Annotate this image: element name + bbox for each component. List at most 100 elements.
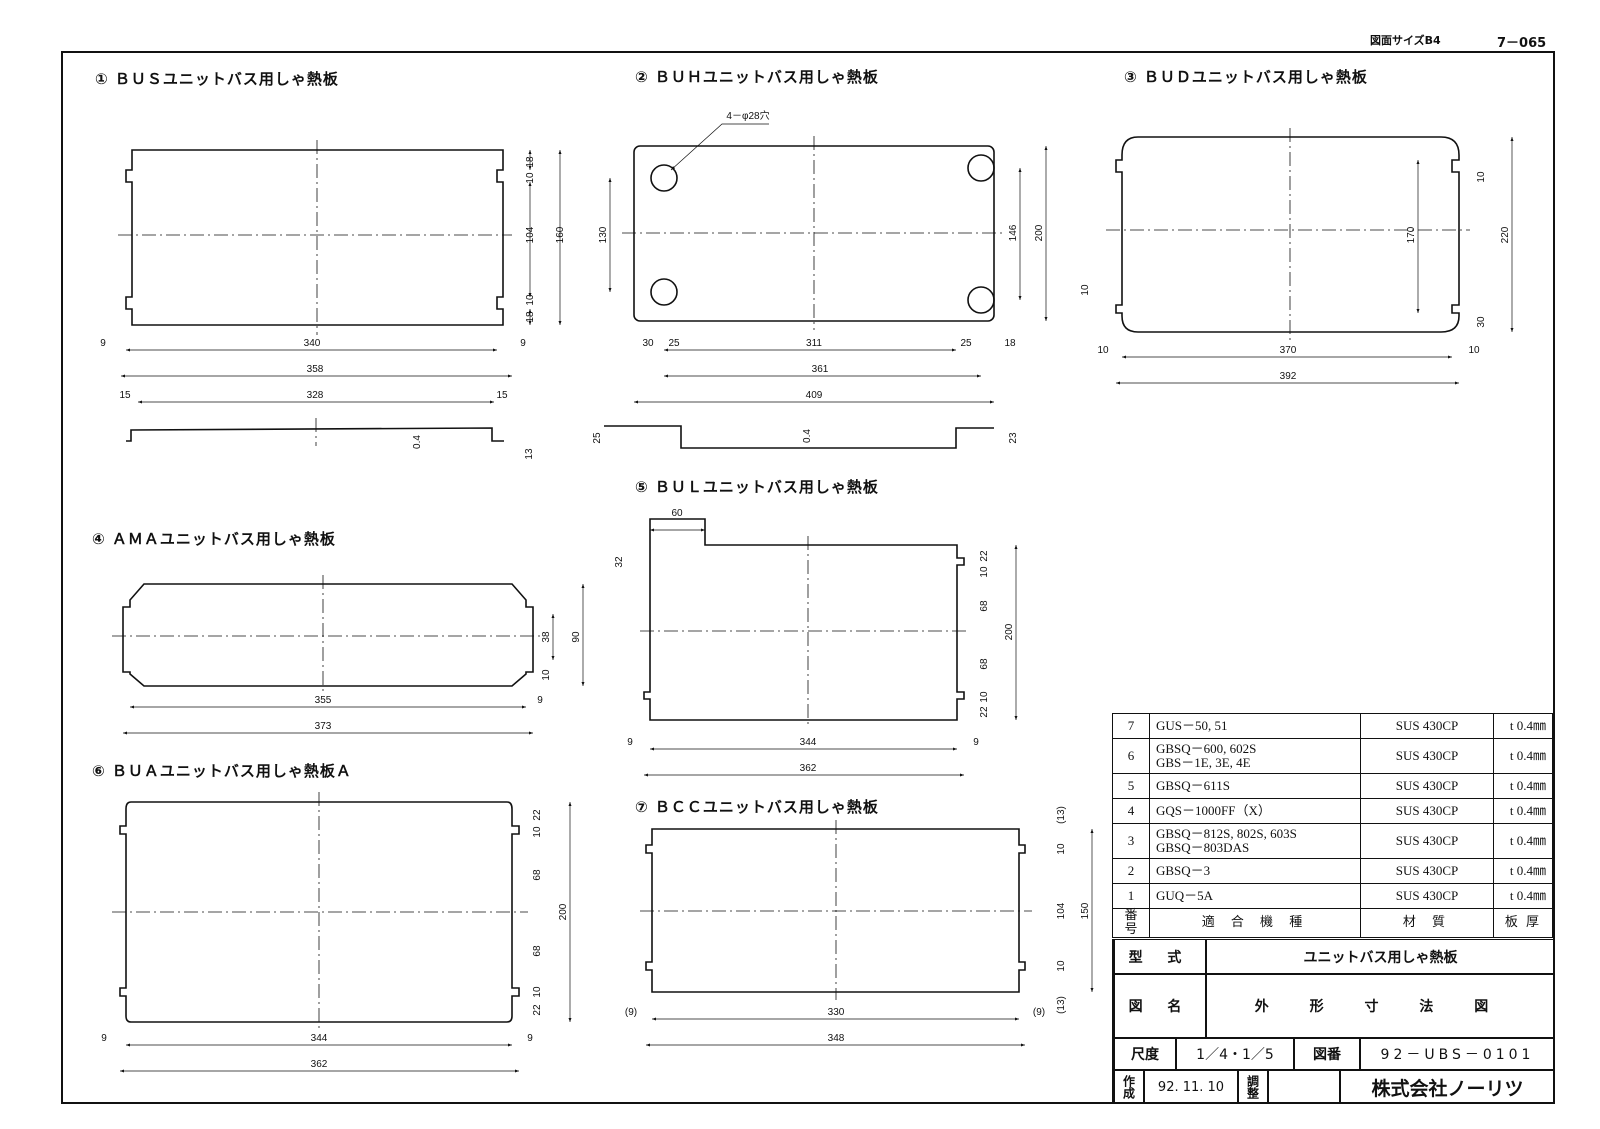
dim-text: 10 <box>1468 345 1480 356</box>
dim-text: 25 <box>960 338 972 349</box>
dim-text: 18 <box>525 156 536 168</box>
dim-text: 9 <box>537 695 543 706</box>
dim-text: 9 <box>100 338 106 349</box>
dim-text: 311 <box>806 338 822 349</box>
made-label: 作成 <box>1114 1070 1144 1104</box>
dim-text: 362 <box>311 1059 328 1070</box>
view-title-bus: ① ＢＵＳユニットバス用しゃ熱板 <box>95 70 339 88</box>
dim-text: 358 <box>307 364 324 375</box>
dim-text: 409 <box>806 390 823 401</box>
type-label: 型 式 <box>1114 939 1206 974</box>
dim-text: 10 <box>1056 960 1067 972</box>
dim-text: 348 <box>828 1033 845 1044</box>
dim-text: 22 <box>532 1004 543 1016</box>
dim-text: 10 <box>532 986 543 998</box>
dim-text: 104 <box>1056 902 1067 919</box>
dim-text: 30 <box>1476 316 1487 328</box>
dim-text: 18 <box>525 311 536 323</box>
dim-text: 0.4 <box>412 435 423 449</box>
dim-text: 328 <box>307 390 324 401</box>
dim-text: 10 <box>1097 345 1109 356</box>
scale-label: 尺度 <box>1114 1038 1176 1070</box>
ama-plate-outline <box>122 583 534 687</box>
dim-text: 10 <box>525 294 536 306</box>
dim-text: 68 <box>532 945 543 957</box>
dim-text: 13 <box>524 448 535 460</box>
dim-text: 25 <box>592 432 603 444</box>
dim-text: 10 <box>1056 843 1067 855</box>
dim-text: 9 <box>101 1033 107 1044</box>
view-title-bua: ⑥ ＢＵＡユニットバス用しゃ熱板Ａ <box>92 762 352 780</box>
dim-text: 330 <box>828 1007 845 1018</box>
drawing-frame <box>61 51 1555 1104</box>
dim-text: (13) <box>1056 996 1067 1014</box>
dim-text: 344 <box>800 737 817 748</box>
name-value: 外 形 寸 法 図 <box>1206 974 1555 1038</box>
made-date: 92. 11. 10 <box>1144 1070 1238 1104</box>
company-name: 株式会社ノーリツ <box>1340 1070 1555 1104</box>
dim-text: 22 <box>979 706 990 718</box>
dim-text: 200 <box>1034 224 1045 241</box>
view-title-bul: ⑤ ＢＵＬユニットバス用しゃ熱板 <box>635 478 879 496</box>
scale-value: 1／4・1／5 <box>1176 1038 1294 1070</box>
type-value: ユニットバス用しゃ熱板 <box>1206 939 1555 974</box>
dim-text: 10 <box>541 669 552 681</box>
dim-text: 23 <box>1008 432 1019 444</box>
dim-text: 9 <box>520 338 526 349</box>
buh-hole-br <box>967 286 995 314</box>
bul-plate-outline <box>643 518 965 721</box>
dim-text: (13) <box>1056 806 1067 824</box>
dim-text: 146 <box>1008 224 1019 241</box>
dim-text: (9) <box>1033 1007 1045 1018</box>
table-header-row: 番号適 合 機 種材 質板 厚 <box>1112 908 1553 938</box>
dim-text: 160 <box>555 226 566 243</box>
dim-text: 10 <box>979 691 990 703</box>
dim-text: 32 <box>614 556 625 568</box>
dim-text: 220 <box>1500 226 1511 243</box>
dim-text: 170 <box>1406 226 1417 243</box>
dim-text: 370 <box>1280 345 1297 356</box>
dim-text: 68 <box>979 658 990 670</box>
name-label: 図 名 <box>1114 974 1206 1038</box>
bus-plate-outline <box>125 149 504 326</box>
drawing-size-label: 図面サイズB4 <box>1370 34 1441 47</box>
dim-text: 15 <box>496 390 508 401</box>
dim-text: 10 <box>1476 171 1487 183</box>
dim-text: 104 <box>525 226 536 243</box>
dim-text: 9 <box>973 737 979 748</box>
dim-text: 90 <box>571 631 582 643</box>
dim-text: 0.4 <box>802 429 813 443</box>
buh-hole-bl <box>650 278 678 306</box>
dim-text: 60 <box>671 508 683 519</box>
view-title-ama: ④ ＡＭＡユニットバス用しゃ熱板 <box>92 530 336 548</box>
dim-text: 18 <box>1004 338 1016 349</box>
dim-text: 68 <box>979 600 990 612</box>
drawing-no-label: 図番 <box>1294 1038 1360 1070</box>
dim-text: 200 <box>1004 623 1015 640</box>
sheet-number: 7－065 <box>1497 36 1547 51</box>
dim-text: 68 <box>532 869 543 881</box>
dim-text: 10 <box>1080 284 1091 296</box>
buh-hole-tr <box>967 154 995 182</box>
dim-text: (9) <box>625 1007 637 1018</box>
dim-text: 200 <box>558 903 569 920</box>
title-block: 型 式 ユニットバス用しゃ熱板 図 名 外 形 寸 法 図 尺度 1／4・1／5… <box>1112 939 1555 1104</box>
dim-text: 150 <box>1080 902 1091 919</box>
adjust-value <box>1268 1070 1340 1104</box>
dim-text: 130 <box>598 226 609 243</box>
dim-text: 22 <box>532 809 543 821</box>
buh-side-profile <box>604 425 994 449</box>
dim-text: 9 <box>627 737 633 748</box>
dim-text: 22 <box>979 550 990 562</box>
view-title-bud: ③ ＢＵＤユニットバス用しゃ熱板 <box>1124 68 1368 86</box>
dim-text: 10 <box>532 826 543 838</box>
bua-plate-outline <box>119 801 520 1023</box>
